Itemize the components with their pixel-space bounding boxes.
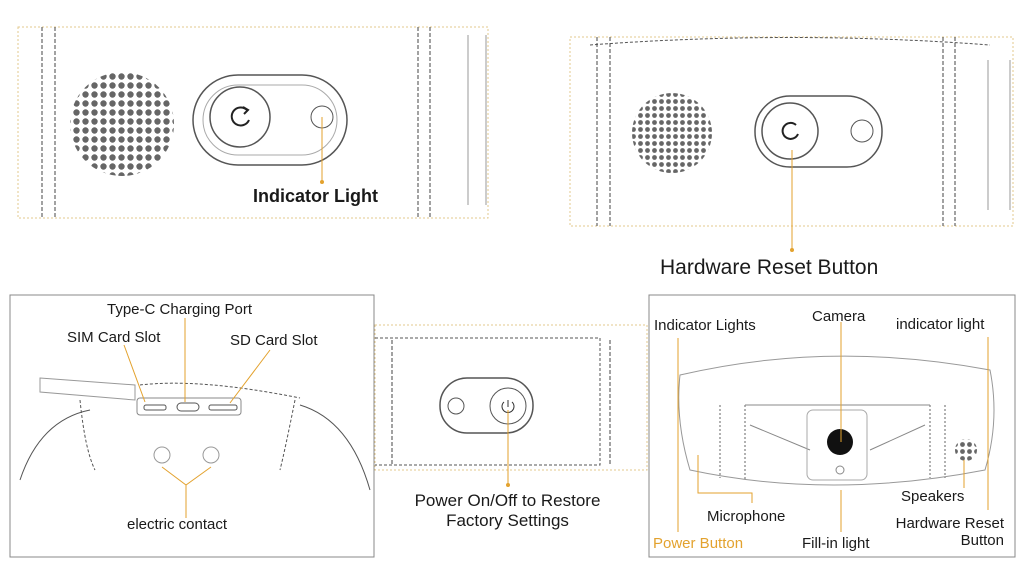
camera-label: Camera [812, 308, 866, 325]
speaker-grille-icon [632, 93, 712, 173]
reset-line2: Button [960, 532, 1004, 549]
speaker-grille-icon [70, 72, 174, 176]
power-restore-line1: Power On/Off to Restore [414, 491, 601, 510]
sd-slot-label: SD Card Slot [230, 332, 318, 349]
sim-slot-label: SIM Card Slot [67, 329, 161, 346]
reset-button-icon [209, 86, 271, 148]
fill-light-label: Fill-in light [802, 535, 870, 552]
panel-top-right [569, 36, 1014, 252]
reset-line1: Hardware Reset [895, 515, 1004, 532]
type-c-label: Type-C Charging Port [107, 301, 253, 318]
reset-button-icon [761, 102, 819, 160]
indicator-light-right-label: indicator light [896, 316, 985, 333]
speakers-label: Speakers [901, 488, 965, 505]
hardware-reset-button-label: Hardware Reset Button [884, 515, 1004, 549]
panel-front [648, 294, 1016, 558]
panel-top-left [17, 26, 489, 219]
panel-power [374, 324, 648, 487]
hardware-reset-label: Hardware Reset Button [660, 256, 879, 279]
indicator-light-label: Indicator Light [253, 186, 378, 206]
indicator-lights-label: Indicator Lights [654, 317, 756, 334]
microphone-label: Microphone [707, 508, 786, 525]
panel-ports [9, 294, 375, 558]
power-button-label: Power Button [653, 535, 744, 552]
power-restore-line2: Factory Settings [446, 511, 569, 530]
camera-lens-icon [827, 429, 853, 455]
power-restore-label: Power On/Off to Restore Factory Settings [395, 491, 620, 531]
electric-contact-label: electric contact [127, 516, 228, 533]
